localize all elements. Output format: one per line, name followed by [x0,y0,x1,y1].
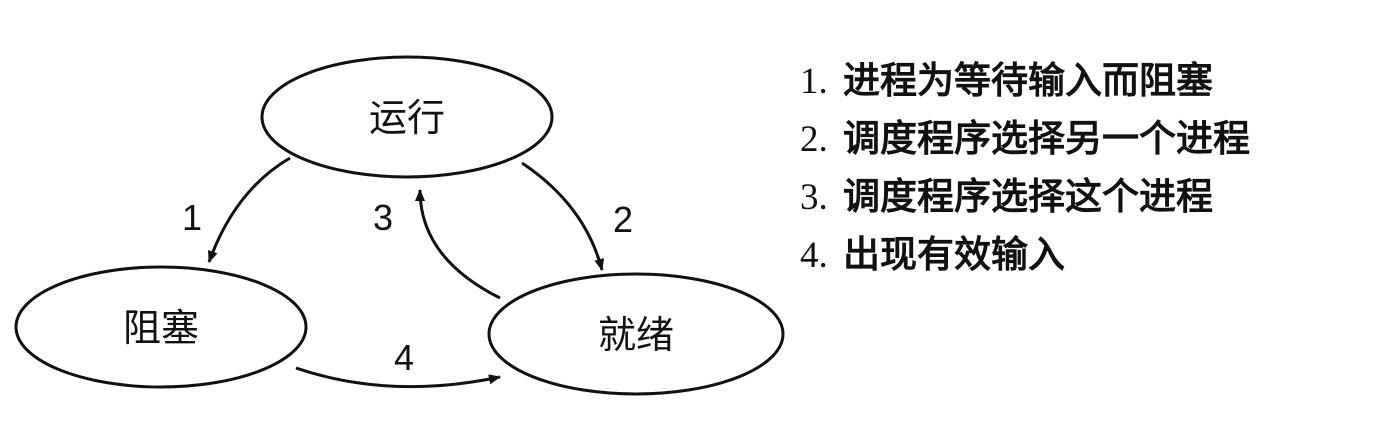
transition-legend: 1. 进程为等待输入而阻塞 2. 调度程序选择另一个进程 3. 调度程序选择这个… [800,52,1250,284]
legend-item-2: 2. 调度程序选择另一个进程 [800,110,1250,168]
state-running-ellipse [260,55,554,179]
state-running-label: 运行 [369,96,445,140]
transition-3-number: 3 [373,197,393,238]
legend-item-1: 1. 进程为等待输入而阻塞 [800,52,1250,110]
legend-item-1-text: 进程为等待输入而阻塞 [843,59,1213,102]
legend-item-2-text: 调度程序选择另一个进程 [843,117,1250,160]
legend-item-3: 3. 调度程序选择这个进程 [800,168,1250,226]
legend-item-3-text: 调度程序选择这个进程 [843,175,1213,218]
state-ready-label: 就绪 [598,313,674,357]
transition-1-arrow [207,156,291,263]
transition-3-arrow [415,189,501,300]
legend-item-1-number: 1. [800,61,837,102]
transition-2-arrow [521,161,605,271]
legend-item-2-number: 2. [800,119,837,160]
legend-item-4: 4. 出现有效输入 [800,226,1250,284]
legend-item-3-number: 3. [800,177,837,218]
state-ready-ellipse [487,272,785,396]
state-blocked-ellipse [14,265,308,389]
transition-2-number: 2 [613,199,633,240]
legend-item-4-number: 4. [800,235,837,276]
legend-item-4-text: 出现有效输入 [843,233,1065,276]
transition-1-number: 1 [182,197,202,238]
transition-4-number: 4 [394,337,414,378]
state-blocked-label: 阻塞 [123,306,199,350]
transition-4-arrow [295,366,501,389]
